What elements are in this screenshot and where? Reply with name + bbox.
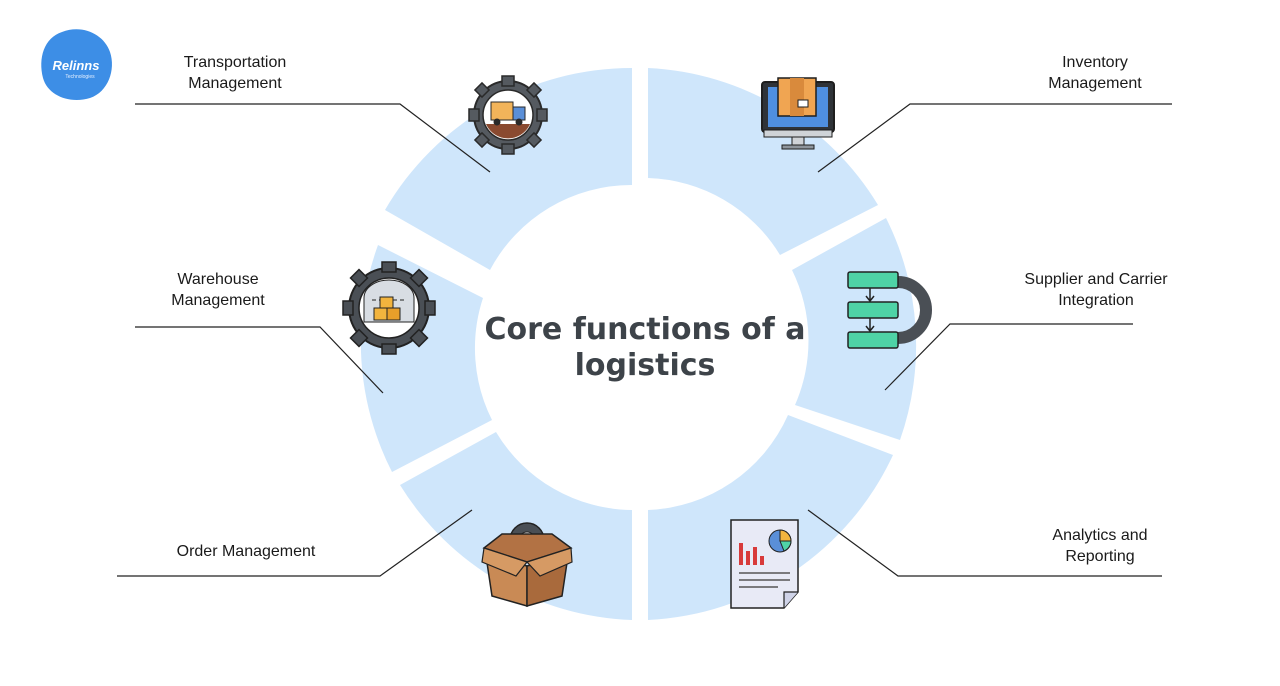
- ring-segment-mid-right: [792, 218, 917, 440]
- monitor-box-icon: [761, 77, 835, 150]
- label-order: Order Management: [176, 543, 316, 560]
- ring-segment-bottom-right: [648, 415, 893, 620]
- title-line-2: logistics: [574, 348, 716, 383]
- leader-warehouse: [135, 326, 384, 394]
- title-line-1: Core functions of a: [484, 312, 806, 347]
- truck-gear-icon: [468, 75, 548, 155]
- leader-transportation: [135, 103, 491, 173]
- label-warehouse: Warehouse Management: [171, 271, 265, 309]
- label-supplier: Supplier and Carrier Integration: [1024, 271, 1168, 309]
- leader-order: [117, 509, 473, 577]
- report-chart-icon: [730, 519, 799, 609]
- logo-blob: [41, 29, 112, 100]
- ring-segment-top-right: [648, 68, 878, 255]
- logo-name: Relinns: [52, 58, 100, 73]
- label-transportation: Transportation Management: [183, 54, 287, 92]
- ring-segment-bottom-left: [400, 432, 632, 620]
- page-title: Core functions of a logistics: [480, 312, 810, 384]
- flowchart-icon: [847, 271, 932, 349]
- ring-segment-top-left: [385, 67, 632, 270]
- label-inventory: Inventory Management: [1048, 54, 1142, 92]
- leader-lines: [117, 103, 1172, 577]
- leader-supplier: [884, 323, 1133, 391]
- label-analytics: Analytics and Reporting: [1052, 527, 1148, 565]
- logo-tagline: Technologies: [65, 74, 95, 80]
- open-box-gear-icon: [481, 522, 573, 607]
- leader-analytics: [807, 509, 1162, 577]
- warehouse-gear-icon: [342, 261, 436, 355]
- leader-inventory: [817, 103, 1172, 173]
